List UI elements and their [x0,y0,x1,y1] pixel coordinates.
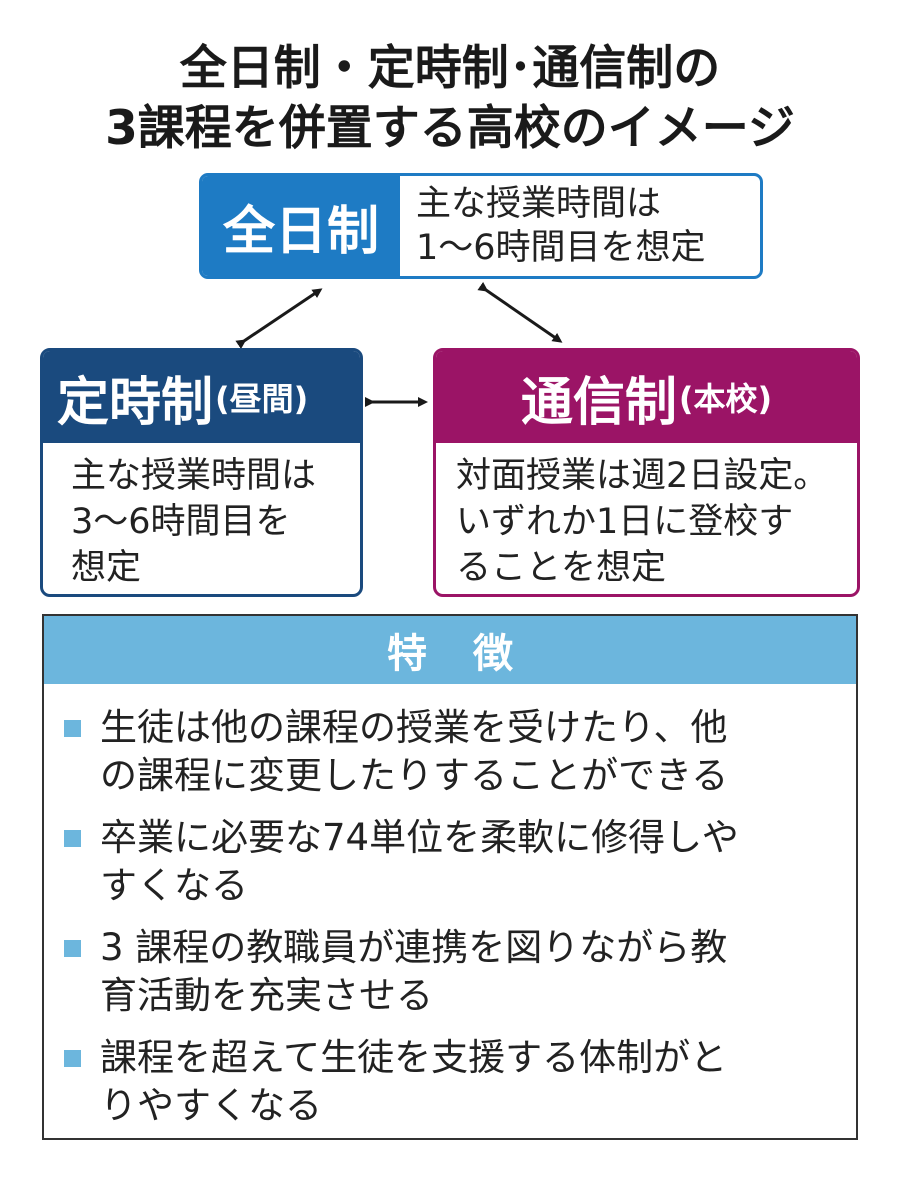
feature-text-line: 卒業に必要な74単位を柔軟に修得しや [100,816,739,859]
correspondence-box: 通信制 (本校) 対面授業は週2日設定。 いずれか1日に登校す ることを想定 [433,348,860,597]
part-time-desc-line: 想定 [71,548,142,588]
correspondence-desc-line: いずれか1日に登校す [456,502,794,542]
full-time-description: 主な授業時間は 1～6時間目を想定 [416,182,706,270]
features-heading: 特徴 [44,616,856,684]
feature-text-line: 課程を超えて生徒を支援する体制がと [100,1036,728,1079]
full-time-desc-line: 1～6時間目を想定 [416,228,706,268]
part-time-desc-line: 主な授業時間は [71,456,317,496]
square-bullet-icon [64,830,81,847]
features-box: 特徴 生徒は他の課程の授業を受けたり、他 の課程に変更したりすることができる 卒… [42,614,858,1140]
feature-text: 3 課程の教職員が連携を図りながら教 育活動を充実させる [100,924,840,1020]
correspondence-header: 通信制 (本校) [436,351,857,443]
part-time-header: 定時制 (昼間) [43,351,360,443]
feature-text: 課程を超えて生徒を支援する体制がと りやすくなる [100,1034,840,1130]
feature-text-line: すくなる [100,864,248,907]
part-time-description: 主な授業時間は 3～6時間目を 想定 [71,453,316,591]
part-time-sublabel: (昼間) [215,380,309,418]
part-time-label: 定時制 [57,372,214,433]
title-line-1: 全日制・定時制･通信制の [179,41,721,96]
correspondence-label: 通信制 [520,372,677,433]
correspondence-desc-line: ることを想定 [456,548,667,588]
correspondence-desc-line: 対面授業は週2日設定。 [456,456,829,496]
title-line-2: 3課程を併置する高校のイメージ [105,101,795,156]
feature-text-line: 3 課程の教職員が連携を図りながら教 [100,926,728,969]
full-time-desc-line: 主な授業時間は [416,184,662,224]
relationship-arrows [235,281,563,407]
feature-text: 生徒は他の課程の授業を受けたり、他 の課程に変更したりすることができる [100,704,840,800]
feature-text-line: の課程に変更したりすることができる [100,754,729,797]
feature-text: 卒業に必要な74単位を柔軟に修得しや すくなる [100,814,840,910]
feature-text-line: りやすくなる [100,1084,322,1127]
feature-text-line: 生徒は他の課程の授業を受けたり、他 [100,706,728,749]
part-time-box: 定時制 (昼間) 主な授業時間は 3～6時間目を 想定 [40,348,363,597]
square-bullet-icon [64,720,81,737]
full-time-label: 全日制 [202,176,400,276]
full-time-box: 全日制 主な授業時間は 1～6時間目を想定 [199,173,763,279]
square-bullet-icon [64,1050,81,1067]
correspondence-description: 対面授業は週2日設定。 いずれか1日に登校す ることを想定 [456,453,828,591]
feature-text-line: 育活動を充実させる [100,974,433,1017]
double-headed-arrow-icon [477,281,563,343]
correspondence-sublabel: (本校) [678,380,773,418]
square-bullet-icon [64,940,81,957]
part-time-desc-line: 3～6時間目を [71,502,291,542]
double-headed-arrow-icon [235,288,323,350]
